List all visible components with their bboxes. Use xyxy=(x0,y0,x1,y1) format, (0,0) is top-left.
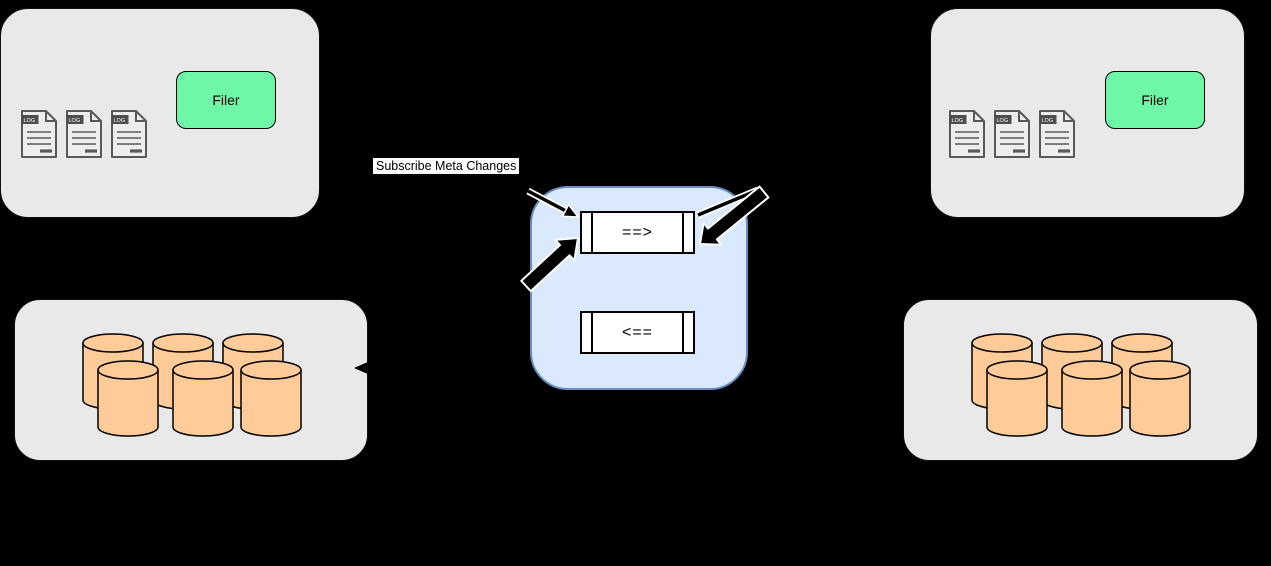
queue-box-endcap-right xyxy=(682,213,684,252)
queue-box-endcap-left xyxy=(591,213,593,252)
queue-outgoing-box: ==> xyxy=(580,211,695,254)
volume-cluster-right-panel xyxy=(903,299,1258,461)
queue-box-endcap-left xyxy=(591,313,593,352)
filer-node-right-label: Filer xyxy=(1141,92,1169,108)
queue-outgoing-symbol: ==> xyxy=(621,223,654,241)
filer-node-left-label: Filer xyxy=(212,92,240,108)
subscribe-meta-changes-label: Subscribe Meta Changes xyxy=(373,158,520,175)
filer-node-left: Filer xyxy=(176,71,276,129)
volume-cluster-left-panel xyxy=(14,299,368,461)
queue-box-endcap-right xyxy=(682,313,684,352)
queue-incoming-box: <== xyxy=(580,311,695,354)
queue-incoming-symbol: <== xyxy=(621,323,654,341)
filer-node-right: Filer xyxy=(1105,71,1205,129)
